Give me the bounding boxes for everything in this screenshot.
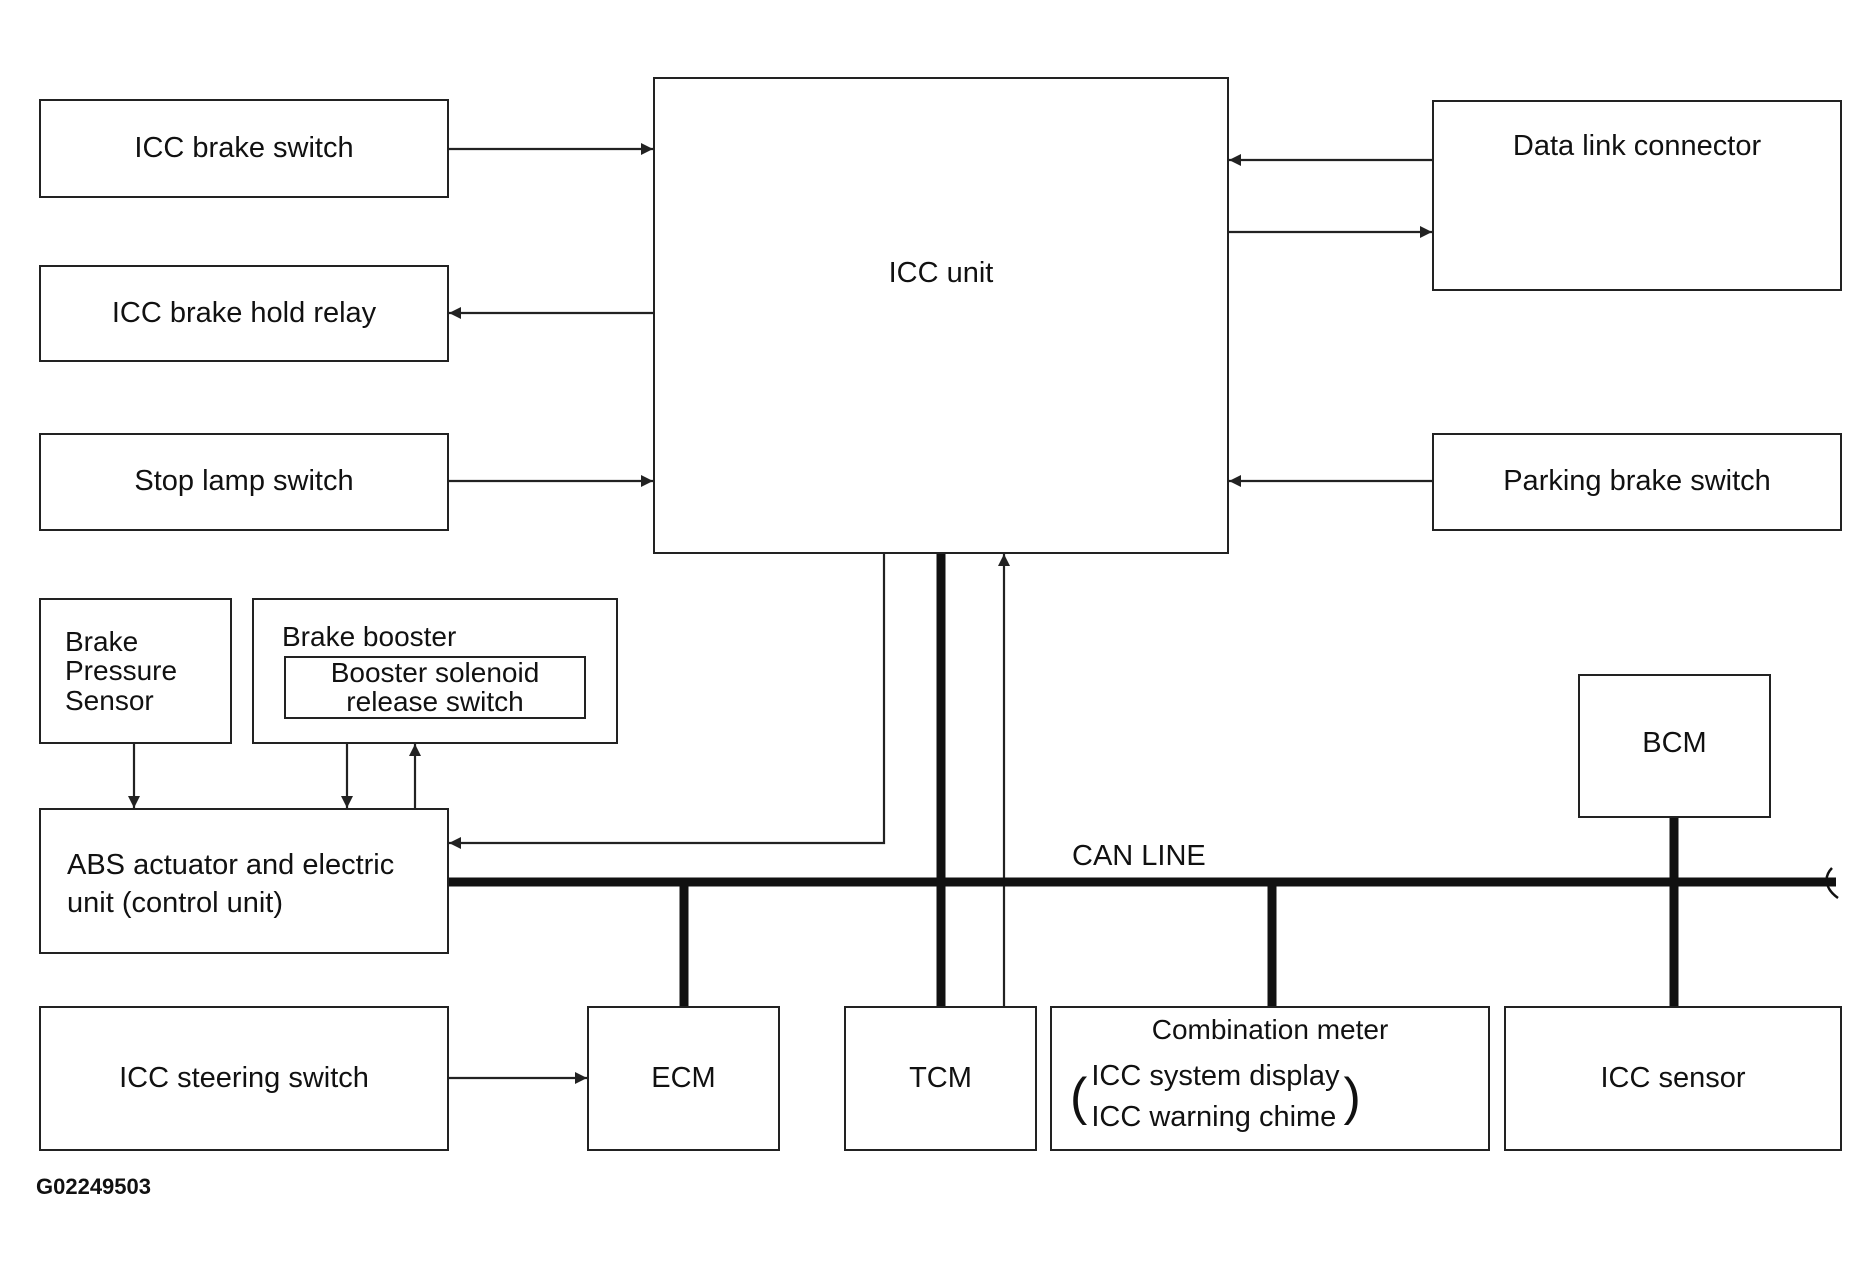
icc-brake-hold-relay-label: ICC brake hold relay <box>111 296 377 329</box>
stop-lamp-switch-label: Stop lamp switch <box>134 465 354 498</box>
figure-code: G02249503 <box>36 1174 151 1199</box>
icc-warning-chime-label: ICC warning chime <box>1091 1101 1337 1134</box>
ecm-box: ECM <box>587 1006 780 1151</box>
data-link-connector-label: Data link connector <box>1512 130 1762 162</box>
icc-sensor-label: ICC sensor <box>1600 1061 1746 1094</box>
icc-brake-hold-relay-box: ICC brake hold relay <box>39 265 449 362</box>
icc-system-display-label: ICC system display <box>1091 1060 1340 1092</box>
data-link-connector-box: Data link connector <box>1432 100 1842 291</box>
stop-lamp-switch-box: Stop lamp switch <box>39 433 449 531</box>
booster-solenoid-line-2: release switch <box>346 686 524 718</box>
icc-steering-switch-label: ICC steering switch <box>119 1061 369 1094</box>
booster-solenoid-line-1: Booster solenoid <box>330 657 540 688</box>
parking-brake-switch-label: Parking brake switch <box>1503 465 1771 498</box>
brake-pressure-sensor-line-1: Brake <box>65 626 139 657</box>
icc-unit-box: ICC unit <box>653 77 1229 554</box>
ecm-label: ECM <box>651 1061 716 1094</box>
can-line-break-mark <box>1825 867 1839 900</box>
parking-brake-switch-box: Parking brake switch <box>1432 433 1842 531</box>
brake-pressure-sensor-line-3: Sensor <box>65 684 154 716</box>
tcm-box: TCM <box>844 1006 1037 1151</box>
combination-meter-label: Combination meter <box>1151 1014 1389 1045</box>
icc-sensor-box: ICC sensor <box>1504 1006 1842 1151</box>
tcm-label: TCM <box>909 1061 972 1094</box>
icc-brake-switch-label: ICC brake switch <box>134 131 354 164</box>
icc-steering-switch-box: ICC steering switch <box>39 1006 449 1151</box>
abs-actuator-box: ABS actuator and electric unit (control … <box>39 808 449 954</box>
brake-pressure-sensor-line-2: Pressure <box>65 655 178 687</box>
booster-solenoid-release-switch-box: Booster solenoid release switch <box>284 656 586 719</box>
combination-meter-box: Combination meter ( ICC system display I… <box>1050 1006 1490 1151</box>
left-paren-icon: ( <box>1070 1068 1088 1127</box>
bcm-box: BCM <box>1578 674 1771 818</box>
right-paren-icon: ) <box>1343 1068 1361 1127</box>
can-line-label: CAN LINE <box>1072 840 1206 872</box>
arrow-icc-to-abs <box>449 554 886 849</box>
brake-booster-label: Brake booster <box>282 621 457 652</box>
combination-meter-items: ( ICC system display ICC warning chime ) <box>1070 1060 1361 1135</box>
abs-actuator-line-1: ABS actuator and electric <box>67 849 395 881</box>
icc-unit-label: ICC unit <box>888 256 994 289</box>
bcm-label: BCM <box>1642 727 1707 760</box>
brake-pressure-sensor-box: Brake Pressure Sensor <box>39 598 232 744</box>
abs-actuator-line-2: unit (control unit) <box>67 886 283 919</box>
icc-brake-switch-box: ICC brake switch <box>39 99 449 198</box>
